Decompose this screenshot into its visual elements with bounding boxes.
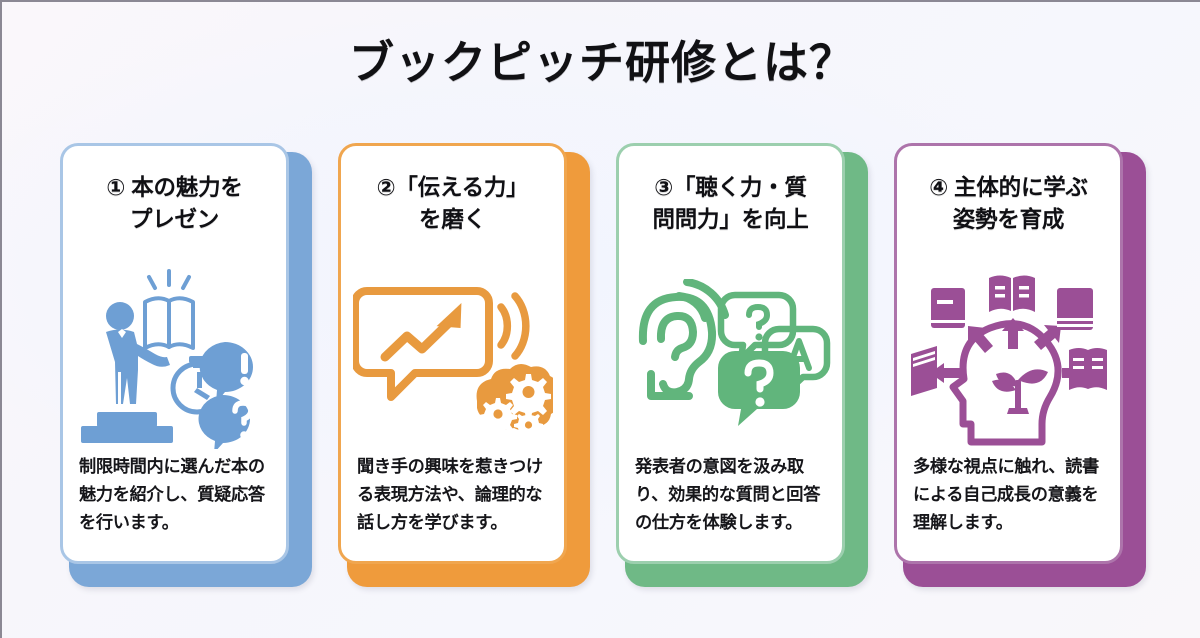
head-profile-plant-growth-icon (910, 275, 1107, 446)
card-2-illustration (341, 264, 564, 454)
card-2-title-line-2: を磨く (419, 206, 486, 232)
card-4-title: ④ 主体的に学ぶ 姿勢を育成 (905, 172, 1112, 236)
card-2-panel: ②「伝える力」 を磨く (338, 143, 567, 564)
card-4[interactable]: ④ 主体的に学ぶ 姿勢を育成 (894, 143, 1146, 587)
card-1-panel: ① 本の魅力を プレゼン (60, 143, 289, 564)
page-title: ブックピッチ研修とは？ (348, 37, 855, 88)
card-2-body-text: 聞き手の興味を惹きつける表現方法や、論理的な話し方を学びます。 (357, 456, 543, 533)
card-1-body-text: 制限時間内に選んだ本の魅力を紹介し、質疑応答を行います。 (79, 456, 265, 533)
card-3[interactable]: ③「聴く力・質 問問力」を向上 (616, 143, 868, 587)
card-4-title-line-1: ④ 主体的に学ぶ (929, 175, 1088, 200)
card-4-title-line-2: 姿勢を育成 (952, 206, 1065, 232)
card-2-title: ②「伝える力」 を磨く (349, 172, 556, 236)
card-3-illustration (619, 264, 842, 454)
speech-bubble-growth-chart-icon (352, 286, 553, 440)
card-1-illustration (63, 264, 286, 454)
card-2[interactable]: ②「伝える力」 を磨く (338, 143, 590, 587)
card-1[interactable]: ① 本の魅力を プレゼン (60, 143, 312, 587)
presenter-on-podium-icon (80, 269, 254, 449)
card-3-title-line-2: 問問力」を向上 (652, 206, 809, 232)
card-3-title: ③「聴く力・質 問問力」を向上 (627, 172, 834, 236)
card-1-title: ① 本の魅力を プレゼン (71, 172, 278, 236)
card-3-title-line-1: ③「聴く力・質 (654, 175, 807, 200)
card-2-title-line-1: ②「伝える力」 (376, 175, 529, 200)
card-1-title-line-2: プレゼン (129, 206, 220, 232)
card-4-illustration (897, 264, 1120, 454)
ear-listening-icon (638, 279, 830, 426)
card-3-body-text: 発表者の意図を汲み取り、効果的な質問と回答の仕方を体験します。 (635, 456, 821, 533)
card-4-body-text: 多様な視点に触れ、読書による自己成長の意義を理解します。 (913, 456, 1099, 533)
card-row: ① 本の魅力を プレゼン (60, 143, 1146, 595)
card-3-panel: ③「聴く力・質 問問力」を向上 (616, 143, 845, 564)
card-1-title-line-1: ① 本の魅力を (106, 175, 243, 200)
card-4-panel: ④ 主体的に学ぶ 姿勢を育成 (894, 143, 1123, 564)
